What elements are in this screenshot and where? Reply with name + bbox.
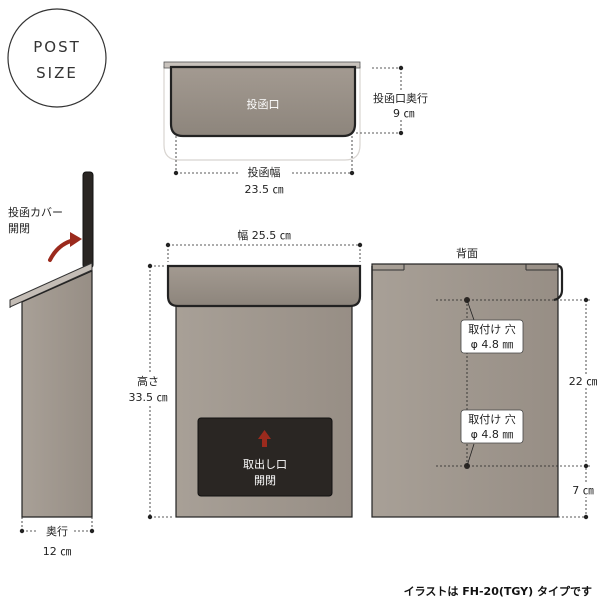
door-panel [197,417,333,497]
top-view: 投函口 投函口奥行 9 ㎝ 投函幅 23.5 ㎝ [163,61,436,196]
side-body [21,270,93,518]
slot-width-label: 投函幅 [248,165,281,179]
back-body [371,263,559,518]
front-view: 幅 25.5 ㎝ 取出し口 開閉 高さ 33.5 ㎝ [126,228,363,520]
slot-depth-value: 9 ㎝ [393,107,415,120]
model-caption: イラストは FH-20(TGY) タイプです [404,584,592,598]
post-size-badge: POST SIZE [7,8,107,108]
badge-line-1: POST [33,38,81,56]
side-depth-value: 12 ㎝ [43,545,72,558]
badge-line-2: SIZE [36,64,78,82]
back-lid-edge [553,264,564,302]
back-distance-22: 22 ㎝ [569,375,598,388]
side-depth-label: 奥行 [46,524,68,538]
cover-label-1: 投函カバー [8,205,63,219]
hole-value-top: φ 4.8 ㎜ [471,338,514,351]
hole-value-bottom: φ 4.8 ㎜ [471,428,514,441]
slot-width-value: 23.5 ㎝ [245,183,284,196]
slot-depth-label: 投函口奥行 [373,91,428,105]
back-title: 背面 [456,246,478,260]
hole-callout-bottom [460,409,524,444]
cover-label-2: 開閉 [8,222,30,235]
front-lid [166,264,362,308]
hole-label-top: 取付け 穴 [468,322,516,336]
slot-label: 投函口 [247,97,280,111]
hole-callout-top [460,319,524,354]
front-height-value: 33.5 ㎝ [129,391,168,404]
back-distance-7: 7 ㎝ [572,484,594,497]
top-view-slot [169,65,357,138]
front-height-label: 高さ [137,374,159,388]
door-label-1: 取出し口 [243,457,287,471]
back-view: 背面 取付け 穴 φ 4.8 ㎜ 取付け 穴 φ 4.8 ㎜ [371,246,600,520]
open-cover [82,171,94,269]
front-width-label: 幅 25.5 ㎝ [237,229,291,242]
hole-label-bottom: 取付け 穴 [468,412,516,426]
up-arrow-icon [258,430,271,439]
door-label-2: 開閉 [254,474,276,487]
side-view: 投函カバー 開閉 奥行 12 ㎝ [8,171,95,558]
